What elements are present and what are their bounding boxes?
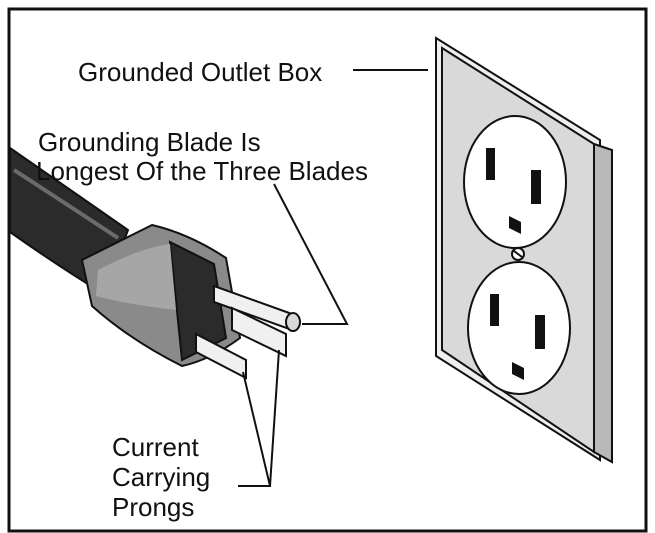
current-prong-lower — [195, 332, 247, 380]
current-label-line1: Current — [112, 432, 199, 462]
upper-slot-left — [486, 148, 495, 180]
cord-highlight — [12, 168, 120, 240]
grounding-leader — [273, 183, 349, 325]
outlet-plate-edge — [593, 142, 613, 464]
current-leader-branch — [242, 371, 271, 487]
grounding-blade-label-line2: Longest Of the Three Blades — [36, 156, 368, 186]
lower-slot-left — [490, 294, 499, 326]
plug-face — [168, 240, 228, 362]
current-prong-upper — [231, 306, 287, 358]
upper-ground-hole — [509, 216, 521, 234]
outlet-icon — [435, 36, 613, 464]
diagram-border — [7, 7, 648, 533]
plug-shade — [96, 244, 176, 310]
leader-lines — [238, 69, 428, 487]
current-label-line3: Prongs — [112, 492, 195, 522]
lower-ground-hole — [512, 362, 524, 380]
lower-slot-right — [535, 315, 545, 349]
outlet-box-label: Grounded Outlet Box — [78, 57, 323, 87]
grounding-blade-tip — [285, 312, 301, 332]
current-label-line2: Carrying — [112, 462, 211, 492]
grounding-blade-label-line1: Grounding Blade Is — [38, 127, 261, 157]
three-prong-plug-icon — [80, 223, 301, 380]
upper-slot-right — [531, 170, 541, 204]
current-prongs-label: Current Carrying Prongs — [112, 432, 210, 522]
center-screw-slot — [513, 250, 523, 258]
